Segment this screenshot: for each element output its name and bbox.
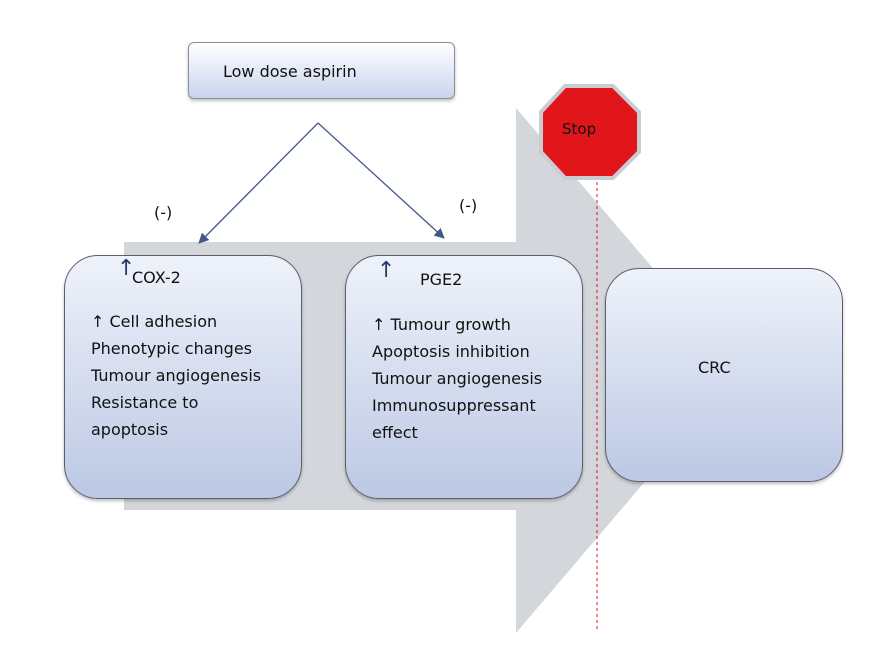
aspirin-label: Low dose aspirin: [223, 62, 357, 81]
cox2-box: ↑ COX-2 ↑ Cell adhesion Phenotypic chang…: [64, 255, 302, 499]
aspirin-to-pge2-connector: [317, 122, 445, 239]
cox2-effect-item: Phenotypic changes: [91, 339, 253, 358]
pge2-effect-item: ↑ Tumour growth: [372, 315, 511, 334]
aspirin-box: Low dose aspirin: [188, 42, 455, 99]
cox2-title: COX-2: [132, 268, 181, 287]
pge2-effect-item: Tumour angiogenesis: [372, 369, 543, 388]
pge2-effect-item: Immunosuppressant: [372, 396, 536, 415]
cox2-effect-item: ↑ Cell adhesion: [91, 312, 218, 331]
stop-sign-octagon: [539, 84, 641, 180]
pge2-effect-item: effect: [372, 423, 418, 442]
cox2-inhibition-label: (-): [154, 203, 173, 222]
stop-sign-label: Stop: [562, 120, 597, 138]
cox2-effects-list: ↑ Cell adhesion Phenotypic changes Tumou…: [91, 308, 261, 443]
pge2-effects-list: ↑ Tumour growth Apoptosis inhibition Tum…: [372, 311, 542, 446]
cox2-effect-item: Resistance to: [91, 393, 199, 412]
cox2-effect-item: Tumour angiogenesis: [91, 366, 262, 385]
aspirin-to-cox2-connector: [198, 122, 319, 244]
pge2-box: ↑ PGE2 ↑ Tumour growth Apoptosis inhibit…: [345, 255, 583, 499]
pge2-effect-item: Apoptosis inhibition: [372, 342, 530, 361]
cox2-up-arrow-icon: ↑: [117, 256, 136, 281]
pge2-inhibition-label: (-): [459, 196, 478, 215]
crc-label: CRC: [698, 358, 731, 377]
pge2-up-arrow-icon: ↑: [377, 258, 396, 283]
cox2-effect-item: apoptosis: [91, 420, 169, 439]
crc-box: CRC: [605, 268, 843, 482]
pge2-title: PGE2: [420, 270, 463, 289]
